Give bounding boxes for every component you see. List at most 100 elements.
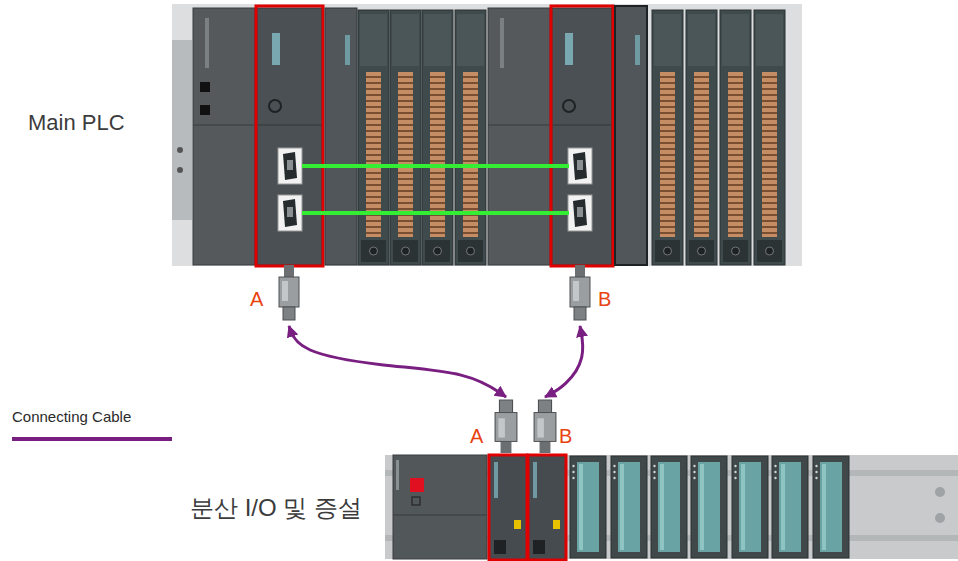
- module-instance: [422, 10, 453, 265]
- module-instance: [686, 10, 717, 265]
- rack-part: [494, 462, 498, 498]
- port-letter: B: [598, 289, 611, 309]
- rack-part: [325, 8, 357, 265]
- plug-housing: [279, 277, 299, 307]
- legend-line-sample: [12, 432, 172, 446]
- module-instance: [568, 195, 592, 231]
- distributed-io-rack: [385, 455, 958, 560]
- rack-part: [553, 520, 560, 529]
- rack-part: [565, 33, 573, 65]
- plug-body: [534, 400, 556, 453]
- rack-part: [177, 167, 183, 173]
- rack-part: [193, 8, 255, 265]
- port-letter: A: [470, 426, 483, 446]
- rack-part: [257, 8, 322, 265]
- rack-part: [489, 455, 527, 559]
- plug-cable-exit: [574, 307, 586, 320]
- plug-shape: [533, 400, 557, 453]
- rack-part: [494, 540, 506, 554]
- module-instance: [278, 148, 302, 184]
- plug-body: [495, 400, 517, 453]
- module-instance: [611, 456, 647, 558]
- module-instance: [691, 456, 727, 558]
- rack-part: [410, 478, 424, 492]
- plug-shape: [494, 400, 518, 453]
- rack-part: [256, 6, 323, 266]
- module-instance: [754, 10, 785, 265]
- rack-part: [269, 100, 281, 112]
- rack-part: [272, 33, 280, 65]
- rack-part: [385, 455, 958, 559]
- rack-part: [514, 520, 521, 529]
- connector-plug: A: [278, 265, 300, 320]
- connecting-cable: [545, 326, 583, 397]
- module-instance: [390, 10, 421, 265]
- plug-shape: [278, 265, 300, 320]
- rack-part: [935, 487, 945, 497]
- module-instance: [772, 456, 808, 558]
- rack-part: [257, 125, 322, 126]
- module-instance: [455, 10, 486, 265]
- module-instance: [720, 10, 751, 265]
- plug-housing: [534, 413, 556, 442]
- rack-caption: 분산 I/O 및 증설: [190, 495, 362, 521]
- rack-part: [177, 147, 183, 153]
- plug-highlight: [573, 281, 579, 301]
- plug-neck: [501, 441, 512, 453]
- rack-part: [200, 105, 210, 115]
- connecting-cable: [289, 326, 506, 397]
- rack-part: [172, 4, 802, 266]
- plug-housing: [495, 413, 517, 442]
- module-instance: [813, 456, 849, 558]
- rack-part: [393, 515, 487, 516]
- rack-part: [552, 8, 612, 265]
- rack-part: [533, 540, 545, 554]
- plug-neck: [575, 265, 585, 277]
- legend-entry: Connecting Cable: [12, 408, 172, 446]
- legend-swatch: [12, 437, 172, 441]
- module-instance: [278, 195, 302, 231]
- rack-part: [500, 18, 504, 68]
- plug-shape: [569, 265, 591, 320]
- rack-part: [393, 455, 487, 559]
- module-instance: [358, 10, 389, 265]
- rack-part: [302, 164, 569, 168]
- port-letter: B: [559, 426, 572, 446]
- module-instance: [652, 10, 683, 265]
- rack-part: [396, 460, 399, 490]
- module-instance: [568, 148, 592, 184]
- plug-body: [279, 265, 299, 320]
- plug-neck: [540, 441, 551, 453]
- rack-part: [193, 125, 255, 126]
- rack-part: [528, 455, 566, 560]
- connector-plug: B: [533, 400, 557, 453]
- rack-part: [563, 100, 575, 112]
- port-letter: A: [250, 289, 263, 309]
- main-rack: [172, 4, 802, 266]
- rack-part: [345, 35, 350, 65]
- rack-part: [552, 125, 612, 126]
- plug-cable-exit: [538, 400, 551, 413]
- module-instance: [732, 456, 768, 558]
- rack-part: [489, 455, 527, 560]
- module-instance: [651, 456, 687, 558]
- rack-part: [302, 211, 569, 215]
- connector-plug: A: [494, 400, 518, 453]
- plug-highlight: [282, 281, 288, 301]
- module-instance: [570, 456, 606, 558]
- plug-body: [570, 265, 590, 320]
- plug-housing: [570, 277, 590, 307]
- rack-part: [528, 455, 566, 559]
- rack-title: Main PLC: [28, 111, 125, 135]
- sync-fiber-lines: [302, 166, 569, 213]
- legend-text: Connecting Cable: [12, 408, 172, 426]
- plug-highlight: [498, 418, 505, 437]
- rack-part: [172, 40, 192, 220]
- rack-part: [615, 6, 647, 265]
- rack-part: [635, 35, 640, 65]
- plug-cable-exit: [283, 307, 295, 320]
- rack-part: [935, 513, 945, 523]
- connector-plug: B: [569, 265, 591, 320]
